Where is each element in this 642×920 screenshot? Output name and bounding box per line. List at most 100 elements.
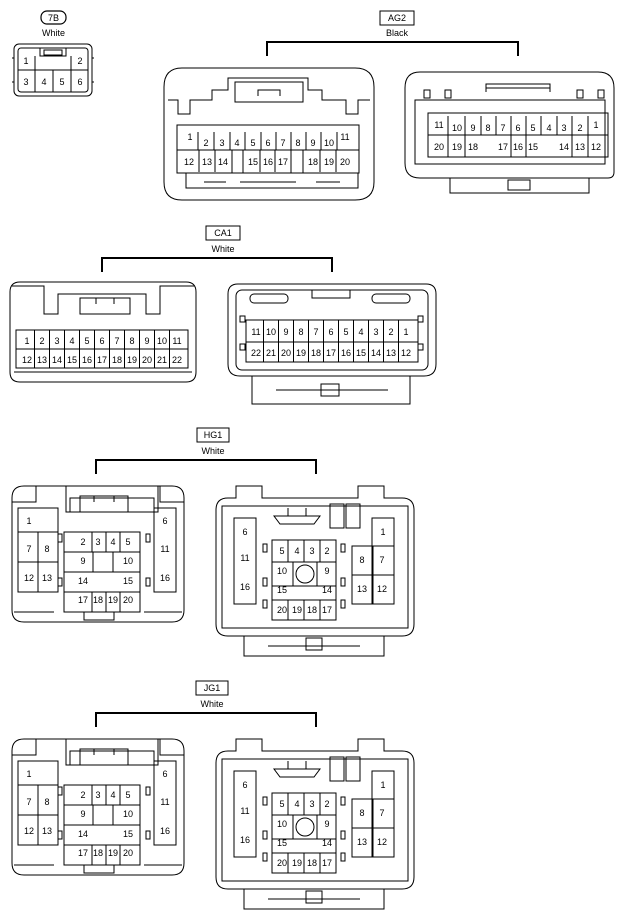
bracket-line [95,712,317,727]
pin-label: 13 [575,142,585,152]
pin-label: 4 [358,327,363,337]
connector-ca1-female-housing [9,281,197,383]
pin-label: 20 [281,348,291,358]
pin-label: 15 [123,829,133,839]
pin-label: 18 [307,605,317,615]
pin-label: 19 [292,605,302,615]
pin-label: 1 [187,132,192,142]
connector-color: Black [386,28,409,38]
pin-label: 17 [322,605,332,615]
pin-label: 5 [125,537,130,547]
pin-label: 10 [324,138,334,148]
pin-label: 12 [591,142,601,152]
pin-label: 14 [78,576,88,586]
pin-label: 12 [24,573,34,583]
pin-label: 5 [125,790,130,800]
pin-label: 7 [26,797,31,807]
pin-label: 17 [498,142,508,152]
pin-label: 6 [242,780,247,790]
connector-code: AG2 [388,13,406,23]
connector-color: White [42,28,65,38]
pin-label: 3 [23,77,28,87]
pin-label: 13 [357,584,367,594]
connector-7b: 7B White 1 2 3 4 5 6 [12,10,94,97]
pin-label: 16 [513,142,523,152]
pin-label: 19 [324,157,334,167]
pin-label: 10 [452,123,462,133]
pin-label: 8 [359,555,364,565]
pin-label: 18 [311,348,321,358]
pin-label: 6 [328,327,333,337]
pin-label: 9 [144,336,149,346]
pin-label: 15 [248,157,258,167]
pin-label: 3 [561,123,566,133]
pin-label: 14 [559,142,569,152]
pin-label: 9 [470,123,475,133]
pin-label: 11 [160,797,169,807]
pin-label: 1 [403,327,408,337]
connector-code-box [195,680,229,696]
pin-label: 8 [295,138,300,148]
pin-label: 14 [371,348,381,358]
pin-label: 7 [379,808,384,818]
pin-label: 4 [110,790,115,800]
pin-label: 13 [42,826,52,836]
pin-label: 3 [373,327,378,337]
pin-label: 5 [530,123,535,133]
pin-label: 11 [172,336,181,346]
pin-label: 11 [240,553,249,563]
pin-label: 1 [26,769,31,779]
pin-label: 2 [577,123,582,133]
connector-code: 7B [48,13,59,23]
connector-7b-housing [12,43,94,97]
pin-label: 16 [160,826,170,836]
pin-label: 5 [343,327,348,337]
pin-label: 9 [310,138,315,148]
pin-label: 2 [324,799,329,809]
pin-label: 14 [322,585,332,595]
connector-code: HG1 [204,430,223,440]
pin-label: 1 [380,527,385,537]
pin-label: 17 [78,848,88,858]
pin-label: 7 [280,138,285,148]
pin-label: 3 [95,790,100,800]
pin-label: 17 [78,595,88,605]
pin-label: 12 [24,826,34,836]
pin-label: 17 [322,858,332,868]
bracket-line [95,459,317,474]
pin-label: 14 [322,838,332,848]
pin-label: 4 [69,336,74,346]
pin-label: 11 [434,120,443,130]
pin-label: 1 [24,336,29,346]
pin-label: 18 [307,858,317,868]
pin-label: 15 [277,585,287,595]
pin-label: 3 [219,138,224,148]
pin-label: 17 [326,348,336,358]
pin-label: 1 [380,780,385,790]
connector-ag2-male-housing [404,71,615,194]
pin-label: 18 [308,157,318,167]
pin-label: 7 [26,544,31,554]
pin-label: 15 [123,576,133,586]
pin-label: 16 [160,573,170,583]
pin-label: 12 [401,348,411,358]
pin-label: 16 [240,582,250,592]
pin-label: 14 [52,355,62,365]
pin-label: 7 [500,123,505,133]
connector-color: White [200,699,223,709]
pin-label: 12 [377,837,387,847]
pin-label: 7 [313,327,318,337]
pin-label: 15 [67,355,77,365]
pin-label: 19 [127,355,137,365]
pin-label: 9 [324,819,329,829]
pin-label: 20 [277,858,287,868]
